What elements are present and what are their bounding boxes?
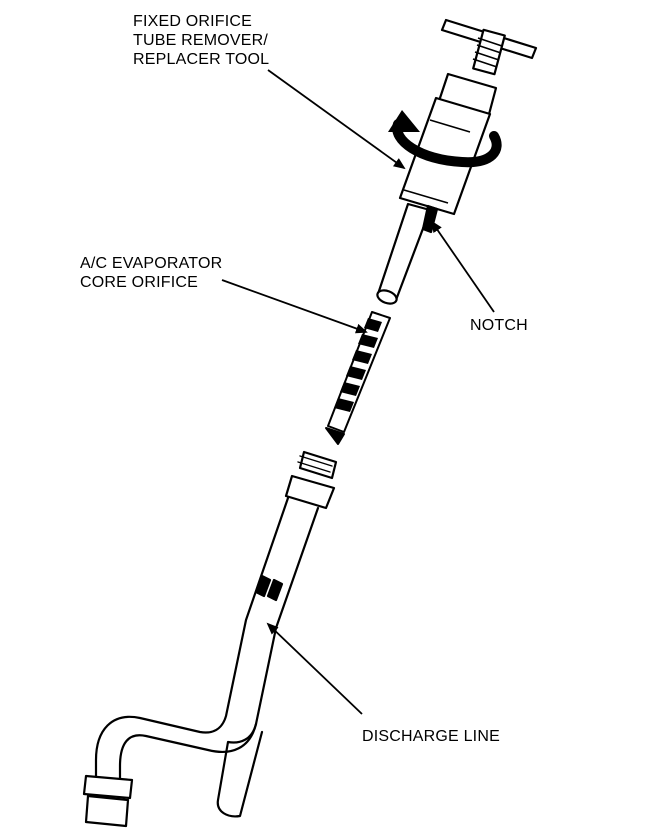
label-notch: NOTCH (470, 317, 528, 334)
tool-screw (472, 28, 506, 76)
rotation-arrow (388, 110, 502, 168)
leader-tool (267, 69, 406, 170)
discharge-line (82, 450, 338, 828)
leader-lines (221, 69, 495, 715)
tool-shaft (376, 202, 432, 302)
label-evaporator-core-orifice: A/C EVAPORATOR CORE ORIFICE (80, 255, 223, 291)
label-remover-tool: FIXED ORIFICE TUBE REMOVER/ REPLACER TOO… (133, 13, 270, 68)
orifice-tube (325, 311, 391, 445)
label-discharge-line: DISCHARGE LINE (362, 728, 500, 745)
leader-notch (430, 220, 495, 313)
leader-discharge (266, 622, 363, 715)
discharge-end-fitting (82, 774, 134, 800)
leader-orifice (221, 279, 368, 334)
